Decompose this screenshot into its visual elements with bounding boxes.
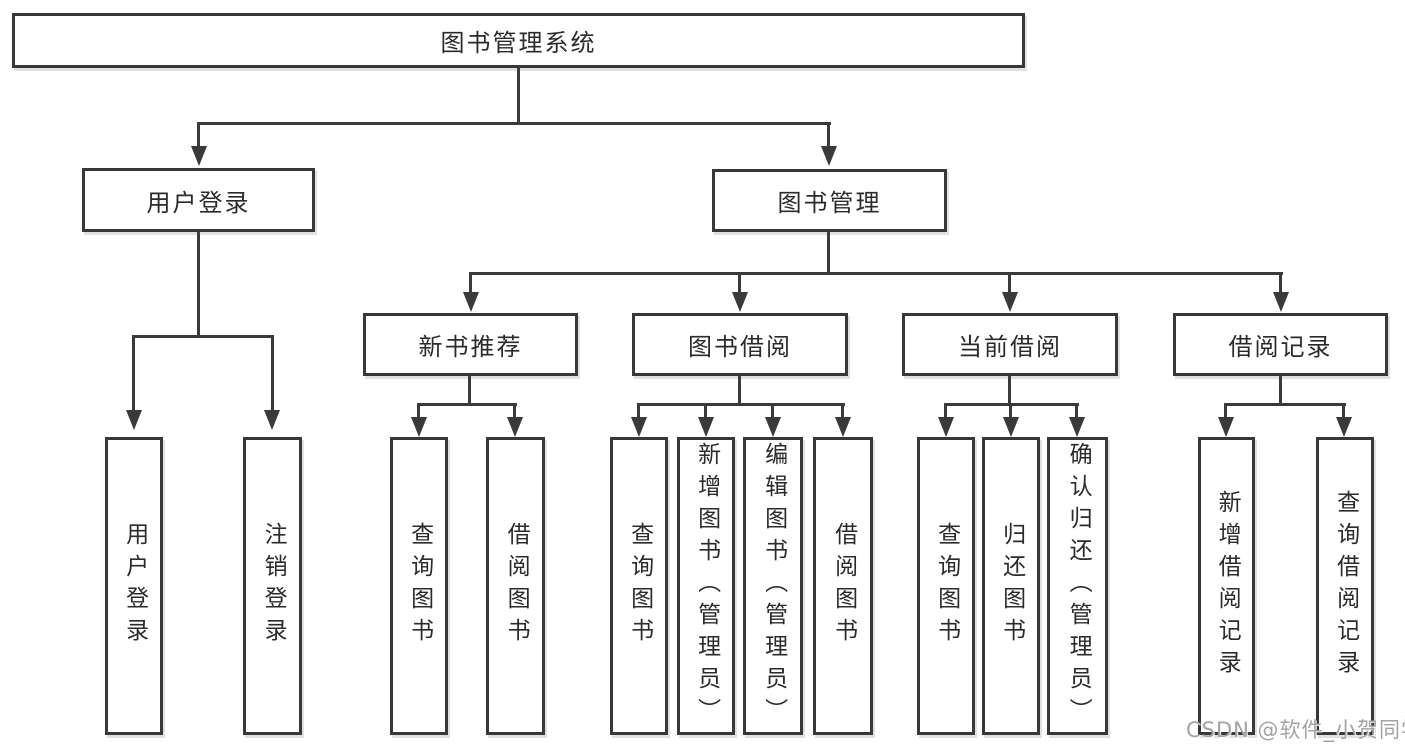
leaf-borrow-book-label: 借阅图书 — [830, 522, 857, 650]
connector-line — [197, 232, 200, 337]
leaf-user-login-label: 用户登录 — [121, 522, 148, 650]
connector-line — [1279, 272, 1282, 292]
connector-line — [944, 403, 947, 417]
node-library-system: 图书管理系统 — [12, 13, 1025, 68]
connector-line — [1008, 272, 1011, 292]
arrow-down-icon — [126, 410, 142, 430]
leaf-logout: 注销登录 — [243, 437, 302, 735]
arrow-down-icon — [507, 417, 523, 437]
arrow-down-icon — [1002, 292, 1018, 312]
leaf-query-book-current: 查询图书 — [917, 437, 975, 735]
connector-line — [1009, 403, 1012, 417]
leaf-query-book-current-label: 查询图书 — [933, 522, 960, 650]
connector-line — [132, 335, 135, 412]
arrow-down-icon — [938, 417, 954, 437]
arrow-down-icon — [821, 146, 837, 166]
arrow-down-icon — [631, 417, 647, 437]
connector-line — [827, 232, 830, 274]
node-new-book-recommend: 新书推荐 — [363, 313, 578, 376]
node-user-login-label: 用户登录 — [146, 188, 251, 217]
connector-line — [513, 403, 516, 417]
leaf-edit-book-admin-label: 编辑图书（管理员） — [760, 442, 787, 730]
connector-line — [1224, 403, 1227, 417]
leaf-add-borrow-record: 新增借阅记录 — [1198, 437, 1255, 735]
connector-line — [1008, 376, 1011, 405]
connector-line — [841, 403, 844, 417]
connector-line — [738, 272, 741, 292]
arrow-down-icon — [264, 410, 280, 430]
node-book-management: 图书管理 — [712, 169, 947, 232]
leaf-query-book-recommend-label: 查询图书 — [406, 522, 433, 650]
leaf-add-book-admin-label: 新增图书（管理员） — [693, 442, 720, 730]
arrow-down-icon — [1336, 417, 1352, 437]
leaf-confirm-return-admin-label: 确认归还（管理员） — [1065, 442, 1092, 730]
arrow-down-icon — [1218, 417, 1234, 437]
connector-line — [704, 403, 707, 417]
connector-line — [197, 122, 831, 125]
leaf-query-borrow-record: 查询借阅记录 — [1316, 437, 1374, 735]
connector-line — [1224, 403, 1346, 406]
leaf-confirm-return-admin: 确认归还（管理员） — [1047, 437, 1108, 735]
leaf-query-book-borrowing-label: 查询图书 — [626, 522, 653, 650]
node-book-management-label: 图书管理 — [777, 189, 882, 217]
arrow-down-icon — [1069, 417, 1085, 437]
leaf-query-book-recommend: 查询图书 — [390, 437, 448, 735]
connector-line — [197, 122, 200, 148]
arrow-down-icon — [463, 292, 479, 312]
node-book-borrowing-label: 图书借阅 — [688, 333, 792, 361]
connector-line — [417, 403, 420, 417]
leaf-add-book-admin: 新增图书（管理员） — [677, 437, 735, 735]
arrow-down-icon — [1003, 417, 1019, 437]
leaf-borrow-book-recommend-label: 借阅图书 — [503, 522, 530, 650]
node-borrow-records: 借阅记录 — [1173, 313, 1388, 376]
leaf-user-login: 用户登录 — [105, 437, 163, 735]
arrow-down-icon — [765, 417, 781, 437]
connector-line — [1342, 403, 1345, 417]
node-borrow-records-label: 借阅记录 — [1228, 333, 1333, 361]
connector-line — [417, 403, 517, 406]
leaf-return-book-label: 归还图书 — [998, 522, 1025, 650]
node-new-book-recommend-label: 新书推荐 — [418, 333, 523, 361]
connector-line — [271, 335, 274, 412]
connector-line — [637, 403, 845, 406]
node-book-borrowing: 图书借阅 — [632, 313, 848, 376]
leaf-borrow-book: 借阅图书 — [813, 437, 873, 735]
connector-line — [738, 376, 741, 405]
arrow-down-icon — [835, 417, 851, 437]
arrow-down-icon — [732, 292, 748, 312]
node-library-system-label: 图书管理系统 — [440, 29, 597, 57]
watermark: CSDN @软件_小贺同学 — [1186, 718, 1405, 742]
connector-line — [469, 272, 472, 292]
leaf-logout-label: 注销登录 — [260, 522, 287, 650]
connector-line — [637, 403, 640, 417]
arrow-down-icon — [1273, 292, 1289, 312]
leaf-query-book-borrowing: 查询图书 — [610, 437, 668, 735]
connector-line — [469, 272, 1283, 275]
leaf-return-book: 归还图书 — [982, 437, 1040, 735]
arrow-down-icon — [411, 417, 427, 437]
arrow-down-icon — [191, 146, 207, 166]
node-current-borrowing-label: 当前借阅 — [958, 333, 1062, 361]
connector-line — [771, 403, 774, 417]
connector-line — [132, 335, 274, 338]
connector-line — [1279, 376, 1282, 405]
node-user-login: 用户登录 — [82, 168, 315, 232]
connector-line — [468, 376, 471, 405]
connector-line — [1075, 403, 1078, 417]
leaf-query-borrow-record-label: 查询借阅记录 — [1332, 490, 1359, 682]
leaf-borrow-book-recommend: 借阅图书 — [486, 437, 545, 735]
node-current-borrowing: 当前借阅 — [902, 313, 1118, 376]
connector-line — [827, 122, 830, 148]
arrow-down-icon — [698, 417, 714, 437]
leaf-edit-book-admin: 编辑图书（管理员） — [743, 437, 803, 735]
connector-line — [517, 68, 520, 124]
leaf-add-borrow-record-label: 新增借阅记录 — [1214, 490, 1241, 682]
